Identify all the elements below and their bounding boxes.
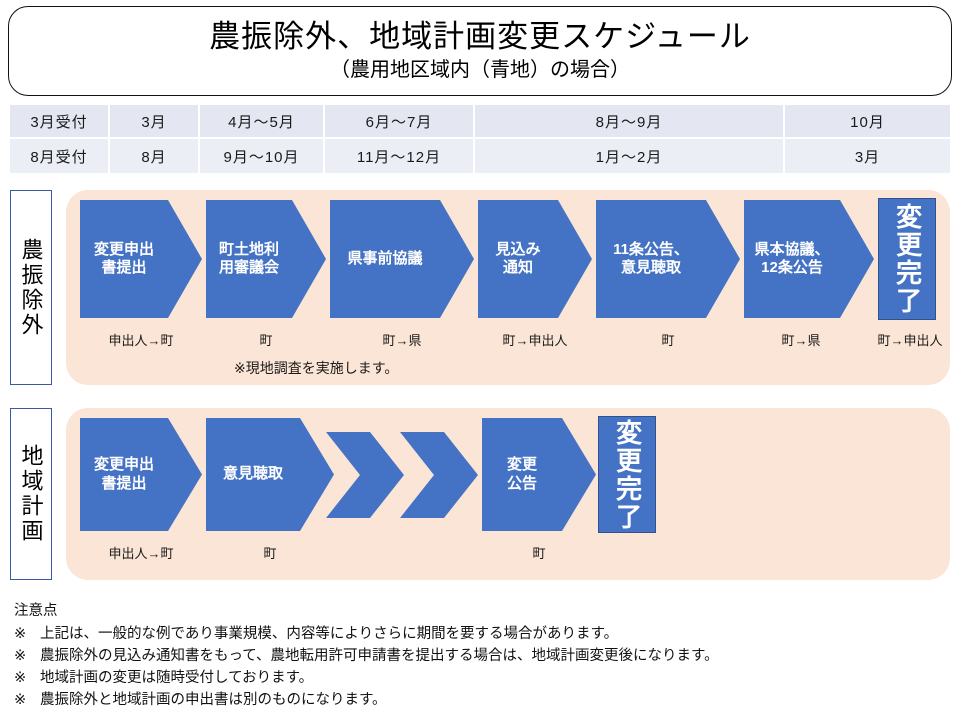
- step-actor: 町→県: [382, 333, 422, 348]
- schedule-cell: 6月～7月: [325, 105, 475, 139]
- step-actor: 町: [263, 546, 277, 561]
- step-actor: 町→申出人: [877, 333, 943, 348]
- schedule-table: 3月受付 3月 4月～5月 6月～7月 8月～9月 10月 8月受付 8月 9月…: [10, 105, 950, 173]
- schedule-cell: 1月～2月: [475, 139, 785, 173]
- step-label-line1: 11条公告、: [613, 240, 689, 258]
- page-subtitle: （農用地区域内（青地）の場合）: [330, 58, 630, 81]
- step-label: 変更完了: [612, 418, 643, 531]
- schedule-cell: 9月～10月: [200, 139, 325, 173]
- step-label-line2: 12条公告: [761, 259, 823, 276]
- table-row: 8月受付 8月 9月～10月 11月～12月 1月～2月 3月: [10, 139, 950, 173]
- section-label-nousin-jogai: 農振除外: [10, 190, 52, 385]
- note-mark: ※: [14, 648, 27, 665]
- process-step-henko-kanryo-2[interactable]: 変更完了: [598, 416, 656, 533]
- schedule-cell: 4月～5月: [200, 105, 325, 139]
- page-title: 農振除外、地域計画変更スケジュール: [209, 19, 751, 55]
- step-label-line1: 県本協議、: [754, 240, 830, 258]
- title-box: 農振除外、地域計画変更スケジュール （農用地区域内（青地）の場合）: [8, 6, 952, 96]
- schedule-cell: 11月～12月: [325, 139, 475, 173]
- step-label-line2: 書提出: [101, 474, 147, 492]
- note-item: ※ 農振除外の見込み通知書をもって、農地転用許可申請書を提出する場合は、地域計画変…: [14, 645, 719, 667]
- note-item: ※ 地域計画の変更は随時受付しております。: [14, 667, 719, 689]
- notes-heading: 注意点: [14, 603, 58, 619]
- section-inline-note: ※現地調査を実施します。: [234, 360, 399, 376]
- step-label-line1: 町土地利: [218, 240, 279, 258]
- table-row: 3月受付 3月 4月～5月 6月～7月 8月～9月 10月: [10, 105, 950, 139]
- step-label-line1: 変更申出: [93, 456, 154, 474]
- step-actor: 申出人→町: [108, 333, 174, 348]
- step-label-line1: 変更申出: [93, 240, 154, 258]
- step-label: 変更完了: [892, 203, 923, 315]
- step-actor: 町: [661, 333, 675, 348]
- step-label-line2: 用審議会: [218, 259, 279, 276]
- step-label-line2: 書提出: [101, 259, 147, 276]
- step-actor: 町: [259, 333, 273, 348]
- step-label-line1: 県事前協議: [347, 249, 423, 267]
- step-label-line1: 変更: [506, 456, 537, 474]
- note-text: 農振除外と地域計画の申出書は別のものになります。: [40, 692, 387, 709]
- step-label-line1: 意見聴取: [222, 465, 283, 483]
- note-text: 農振除外の見込み通知書をもって、農地転用許可申請書を提出する場合は、地域計画変更…: [40, 648, 719, 665]
- schedule-row-label: 8月受付: [10, 139, 110, 173]
- step-actor: 町→申出人: [502, 333, 568, 348]
- note-mark: ※: [14, 626, 27, 643]
- schedule-cell: 8月: [110, 139, 200, 173]
- section-label-chiiki-keikaku: 地域計画: [10, 408, 52, 580]
- schedule-cell: 10月: [785, 105, 950, 139]
- schedule-row-label: 3月受付: [10, 105, 110, 139]
- note-text: 上記は、一般的な例であり事業規模、内容等によりさらに期間を要する場合があります。: [40, 626, 619, 643]
- step-actor: 町→県: [781, 333, 821, 348]
- step-actor: 申出人→町: [108, 546, 174, 561]
- schedule-cell: 3月: [110, 105, 200, 139]
- step-label-line2: 意見聴取: [620, 259, 681, 276]
- process-step-henko-kanryo[interactable]: 変更完了: [878, 198, 936, 320]
- step-label-line2: 通知: [502, 259, 533, 276]
- note-item: ※ 農振除外と地域計画の申出書は別のものになります。: [14, 689, 719, 711]
- step-label-line1: 見込み: [495, 240, 541, 258]
- step-actor: 町: [532, 546, 546, 561]
- schedule-cell: 8月～9月: [475, 105, 785, 139]
- step-label-line2: 公告: [506, 474, 537, 492]
- footer-notes: 注意点 ※ 上記は、一般的な例であり事業規模、内容等によりさらに期間を要する場合が…: [14, 600, 719, 711]
- note-item: ※ 上記は、一般的な例であり事業規模、内容等によりさらに期間を要する場合があります…: [14, 623, 719, 645]
- note-text: 地域計画の変更は随時受付しております。: [40, 670, 314, 687]
- process-step-ken-jizen-kyogi[interactable]: 県事前協議: [330, 200, 474, 318]
- note-mark: ※: [14, 670, 27, 687]
- note-mark: ※: [14, 692, 27, 709]
- process-step-11jo-kokoku-ikenchoshu[interactable]: 11条公告、 意見聴取: [596, 200, 740, 318]
- schedule-cell: 3月: [785, 139, 950, 173]
